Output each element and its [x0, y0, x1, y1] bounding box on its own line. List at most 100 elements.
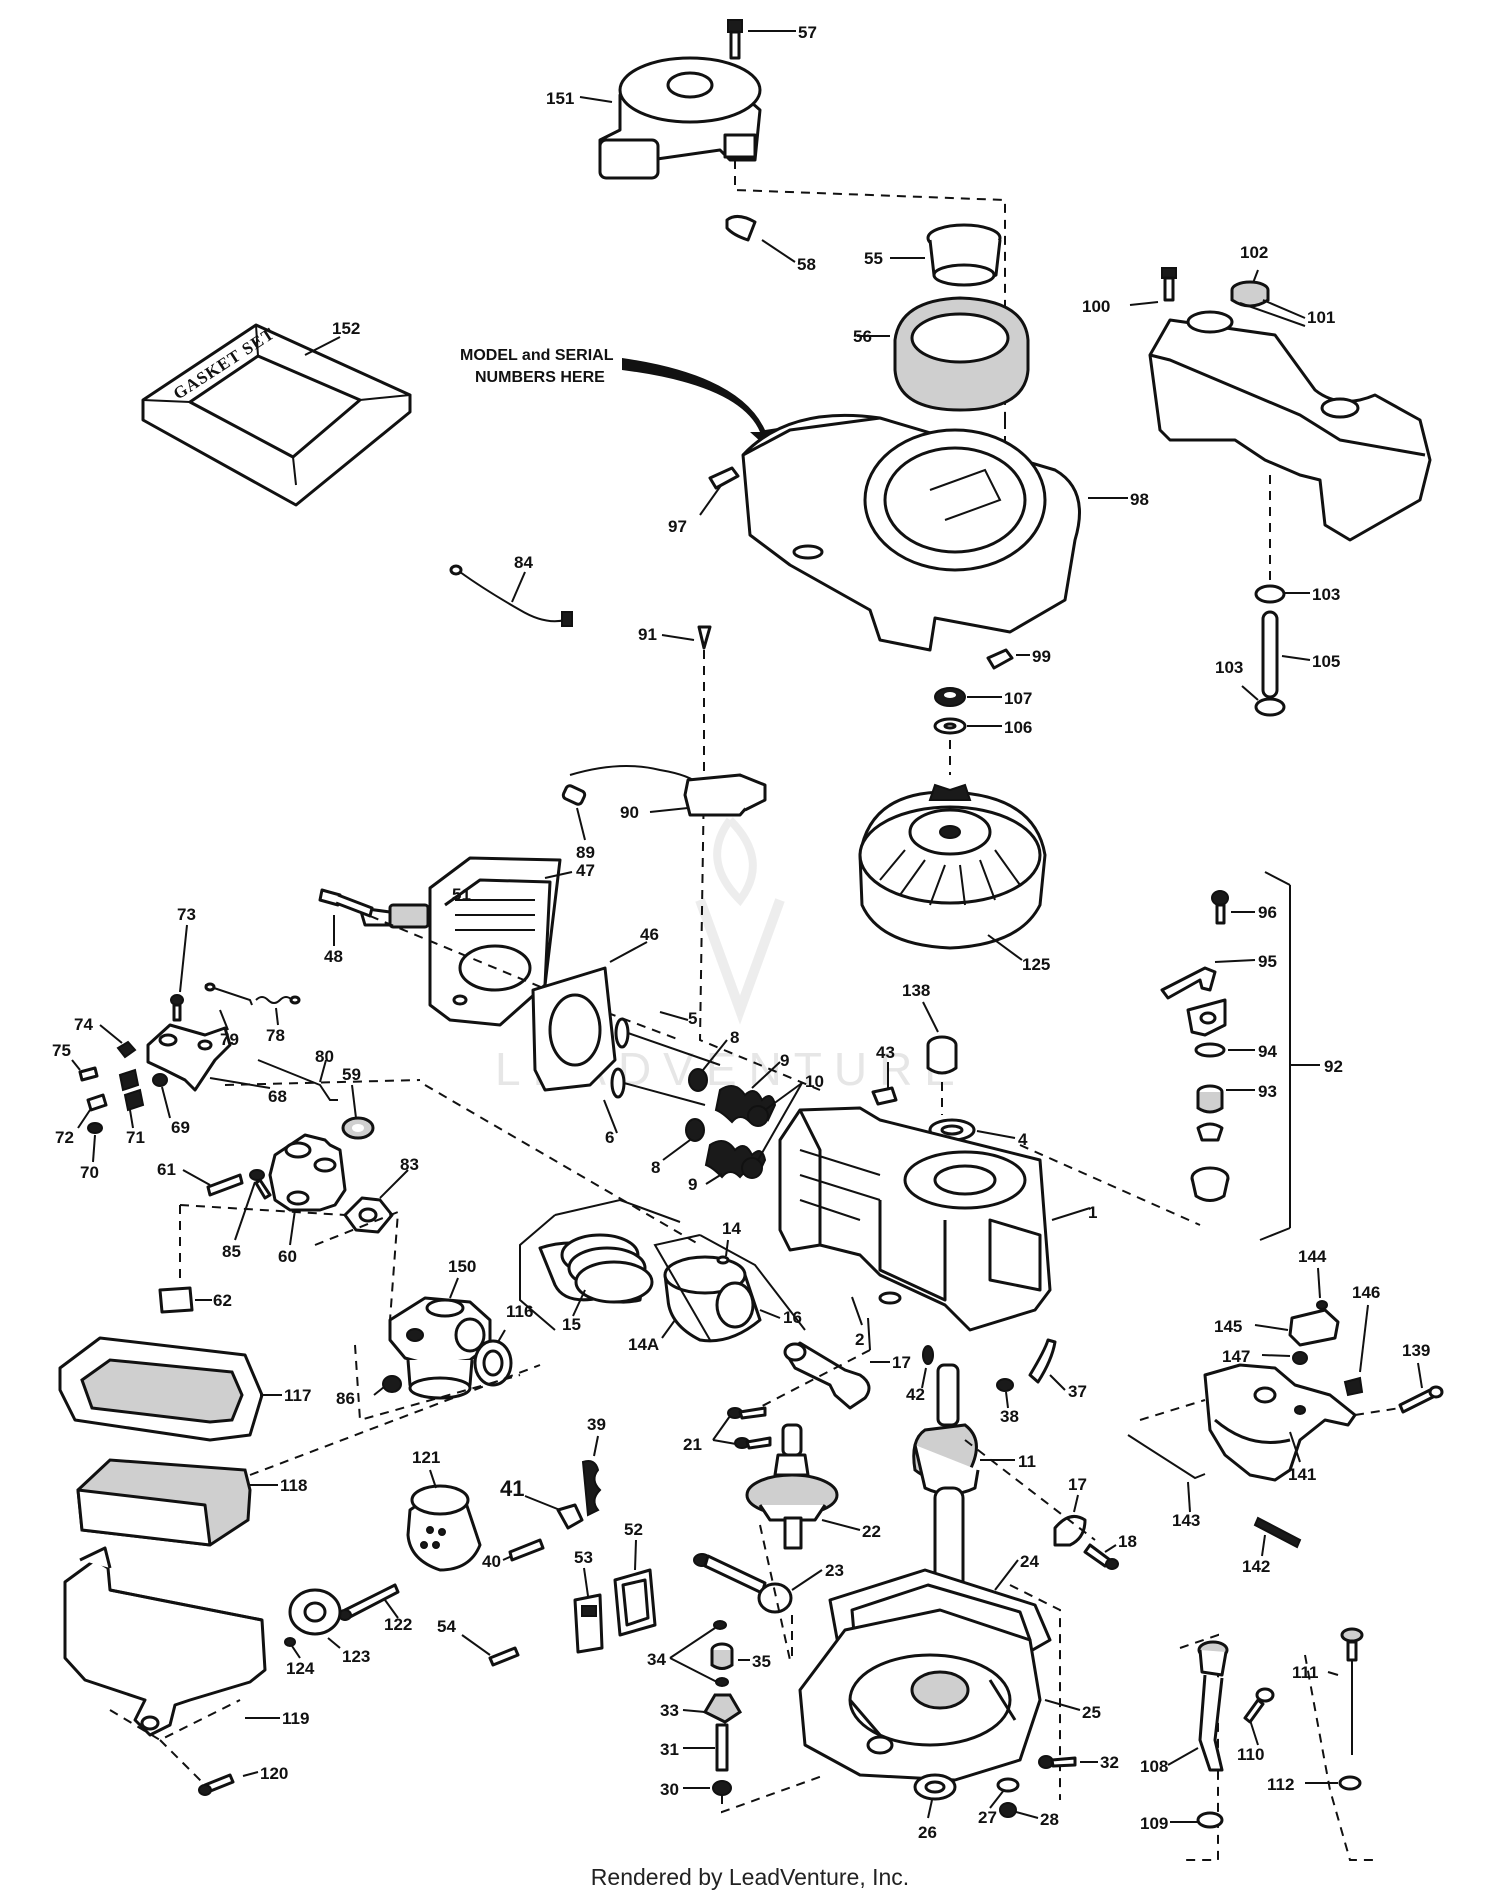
part-102-fuel-cap	[1230, 280, 1270, 308]
callout-103-lower: 103	[1215, 658, 1243, 677]
callout-62: 62	[213, 1291, 232, 1310]
callout-18: 18	[1118, 1532, 1137, 1551]
callout-38: 38	[1000, 1407, 1019, 1426]
part-143-throttle-link	[1127, 1434, 1206, 1480]
part-33-oil-pump	[702, 1693, 743, 1724]
part-43-breather	[871, 1086, 898, 1106]
callout-75: 75	[52, 1041, 71, 1060]
callout-48: 48	[324, 947, 343, 966]
callout-147: 147	[1222, 1347, 1250, 1366]
part-52-gasket	[613, 1568, 657, 1637]
part-89-spark-plug-boot	[561, 784, 587, 806]
part-103-hose-clamp-upper	[1254, 584, 1286, 604]
part-40-screw	[508, 1538, 545, 1562]
callout-61: 61	[157, 1160, 176, 1179]
part-8-valve-retainer-upper	[688, 1068, 708, 1092]
callout-54: 54	[437, 1617, 456, 1636]
part-74-nut	[116, 1040, 137, 1059]
callout-125: 125	[1022, 955, 1050, 974]
part-110-screw	[1243, 1687, 1275, 1724]
callout-14: 14	[722, 1219, 741, 1238]
part-138-flywheel-key-bushing	[926, 1035, 958, 1075]
part-42-pin	[922, 1345, 934, 1365]
part-112-o-ring	[1338, 1775, 1362, 1791]
callout-107: 107	[1004, 689, 1032, 708]
callout-2: 2	[855, 1330, 864, 1349]
callout-23: 23	[825, 1561, 844, 1580]
callout-35: 35	[752, 1652, 771, 1671]
part-141-control-bracket	[1203, 1363, 1357, 1482]
callout-47: 47	[576, 861, 595, 880]
callout-9-lower: 9	[688, 1175, 697, 1194]
callout-14A: 14A	[628, 1335, 659, 1354]
callout-146: 146	[1352, 1283, 1380, 1302]
callout-69: 69	[171, 1118, 190, 1137]
part-60-intake-manifold	[268, 1133, 347, 1212]
part-35-bushing	[710, 1642, 734, 1670]
part-26-oil-seal	[913, 1773, 957, 1801]
callout-97: 97	[668, 517, 687, 536]
part-6-intake-valve	[610, 1067, 706, 1106]
callout-43: 43	[876, 1043, 895, 1062]
part-17-rod-cap	[1053, 1514, 1087, 1547]
callout-119: 119	[282, 1709, 309, 1728]
callout-58: 58	[797, 255, 816, 274]
callout-152: 152	[332, 319, 360, 338]
callout-121: 121	[412, 1448, 440, 1467]
part-27-washer	[996, 1777, 1020, 1793]
callout-94: 94	[1258, 1042, 1277, 1061]
callout-60: 60	[278, 1247, 297, 1266]
callout-122: 122	[384, 1615, 412, 1634]
part-73-screw	[170, 994, 184, 1022]
callout-21: 21	[683, 1435, 702, 1454]
callout-85: 85	[222, 1242, 241, 1261]
callout-90: 90	[620, 803, 639, 822]
callout-93: 93	[1258, 1082, 1277, 1101]
part-80-governor-link	[257, 1059, 338, 1101]
part-17-connecting-rod	[783, 1341, 871, 1410]
callout-80: 80	[315, 1047, 334, 1066]
callout-24: 24	[1020, 1552, 1039, 1571]
callout-150: 150	[448, 1257, 476, 1276]
part-governor-gear	[1190, 1122, 1230, 1202]
part-14-piston-pin-clip	[716, 1255, 730, 1265]
part-99-screw	[986, 648, 1014, 670]
part-86-nut	[382, 1375, 402, 1393]
callout-1: 1	[1088, 1203, 1097, 1222]
part-85-screw	[249, 1169, 272, 1200]
part-91-ground-terminal	[697, 625, 712, 650]
callout-138: 138	[902, 981, 930, 1000]
callout-27: 27	[978, 1808, 997, 1827]
part-79-link-rod	[204, 982, 253, 1006]
part-97-screw	[708, 466, 740, 490]
callout-112: 112	[1267, 1775, 1294, 1794]
part-103-hose-clamp-lower	[1254, 697, 1286, 717]
part-54-screw	[488, 1646, 520, 1667]
callout-39: 39	[587, 1415, 606, 1434]
callout-68: 68	[268, 1087, 287, 1106]
callout-16: 16	[783, 1308, 802, 1327]
callout-108: 108	[1140, 1757, 1168, 1776]
callout-4: 4	[1018, 1130, 1028, 1149]
part-22-camshaft-gear	[745, 1423, 839, 1550]
callout-9-upper: 9	[780, 1051, 789, 1070]
callout-100: 100	[1082, 297, 1110, 316]
part-98-blower-housing	[741, 413, 1081, 652]
part-41-bracket	[556, 1503, 584, 1530]
part-150-carburetor	[388, 1296, 492, 1400]
part-57-screw	[727, 19, 743, 60]
callout-72: 72	[55, 1128, 74, 1147]
part-21-valve-tappet-lower	[734, 1436, 772, 1450]
part-108-oil-fill-tube	[1197, 1640, 1229, 1772]
leadventure-watermark-logo	[695, 817, 785, 1025]
part-90-ignition-module	[569, 765, 767, 817]
callout-73: 73	[177, 905, 196, 924]
callout-110: 110	[1237, 1745, 1264, 1764]
callout-labels: 1 2 4 5 6 8 8 9 9 10 11 14 14A 15 16 17 …	[52, 23, 1430, 1842]
callout-105: 105	[1312, 652, 1340, 671]
callout-10: 10	[805, 1072, 824, 1091]
part-46-head-gasket	[531, 966, 617, 1092]
part-38-nut	[996, 1378, 1014, 1392]
callout-123: 123	[342, 1647, 370, 1666]
callout-11: 11	[1018, 1452, 1036, 1471]
